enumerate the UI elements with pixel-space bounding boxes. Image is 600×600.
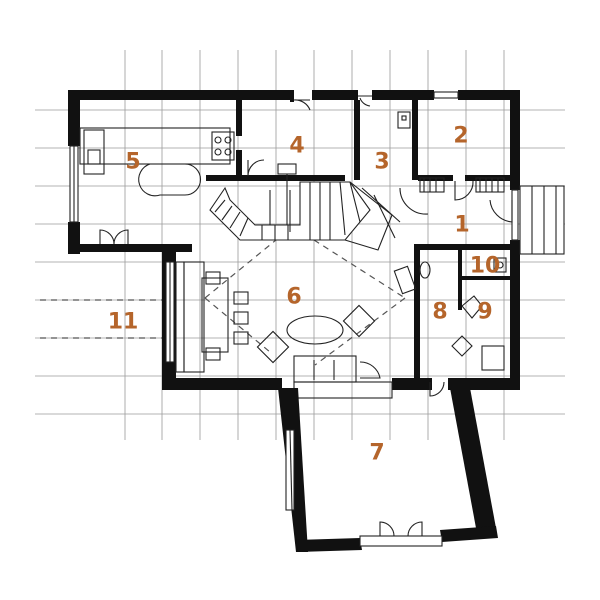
doors: [99, 90, 513, 397]
room-2-closets: [419, 177, 505, 193]
room-label-5: 5: [125, 150, 140, 175]
room-label-1: 1: [454, 213, 469, 238]
room-label-9: 9: [477, 300, 492, 325]
conservatory: [278, 388, 498, 552]
room-labels: 5 4 3 2 1 10 6 11 8 9 7: [108, 124, 501, 466]
bathroom-fixtures: [393, 257, 507, 371]
room-3-furniture: [397, 111, 411, 129]
room-label-7: 7: [369, 441, 384, 466]
room-label-3: 3: [374, 150, 389, 175]
room-label-8: 8: [432, 300, 447, 325]
room-label-4: 4: [289, 134, 304, 159]
entry-steps: [519, 185, 565, 255]
room-label-2: 2: [453, 124, 468, 149]
room-label-10: 10: [470, 254, 501, 279]
windows: [69, 91, 519, 363]
room-4-furniture: [277, 163, 297, 225]
exterior-walls: [68, 90, 520, 390]
room-label-11: 11: [108, 310, 139, 335]
kitchen-furniture: [79, 127, 235, 197]
dashed-guides: [40, 239, 406, 366]
room-label-6: 6: [286, 285, 301, 310]
staircase: [209, 181, 401, 251]
living-furniture: [175, 261, 393, 399]
